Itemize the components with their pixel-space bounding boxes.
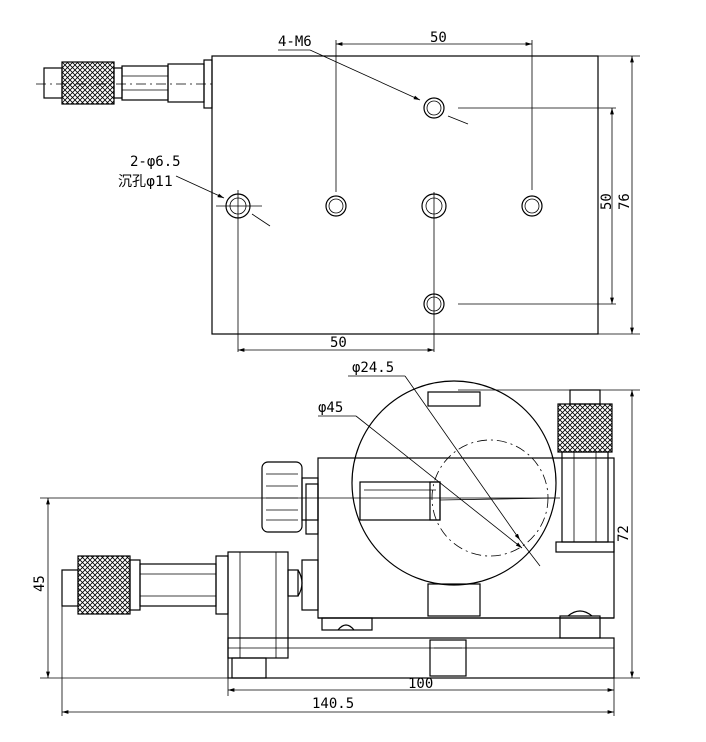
label-2-phi6-5: 2-φ6.5 (130, 154, 181, 170)
side-left-block (227, 551, 289, 659)
top-micrometer (36, 59, 216, 109)
side-micrometer-left (61, 555, 229, 615)
dim-45: 45 (32, 575, 48, 592)
mounting-holes (225, 97, 543, 315)
hole-m6-top (423, 97, 445, 119)
dim-top-50: 50 (430, 30, 447, 46)
hole-m6-left (325, 195, 347, 217)
dim-72: 72 (616, 525, 632, 542)
label-counterbore-phi11: 沉孔φ11 (118, 174, 173, 190)
label-phi-45: φ45 (318, 400, 343, 416)
top-plate (211, 55, 599, 335)
mount-circle-large (351, 380, 557, 586)
side-view: φ24.5 φ45 45 72 100 140.5 (32, 360, 640, 716)
dim-right-76: 76 (617, 193, 633, 210)
hole-m6-right (521, 195, 543, 217)
top-view: 50 50 50 76 4-M6 2-φ6.5 沉孔φ11 (36, 30, 640, 352)
dim-right-50: 50 (599, 193, 615, 210)
side-micrometer-right (555, 389, 615, 553)
dim-bottom-50: 50 (330, 335, 347, 351)
side-knob (261, 461, 319, 533)
label-phi-24-5: φ24.5 (352, 360, 394, 376)
dim-100: 100 (408, 676, 433, 692)
dim-140-5: 140.5 (312, 696, 354, 712)
label-4-m6: 4-M6 (278, 34, 312, 50)
